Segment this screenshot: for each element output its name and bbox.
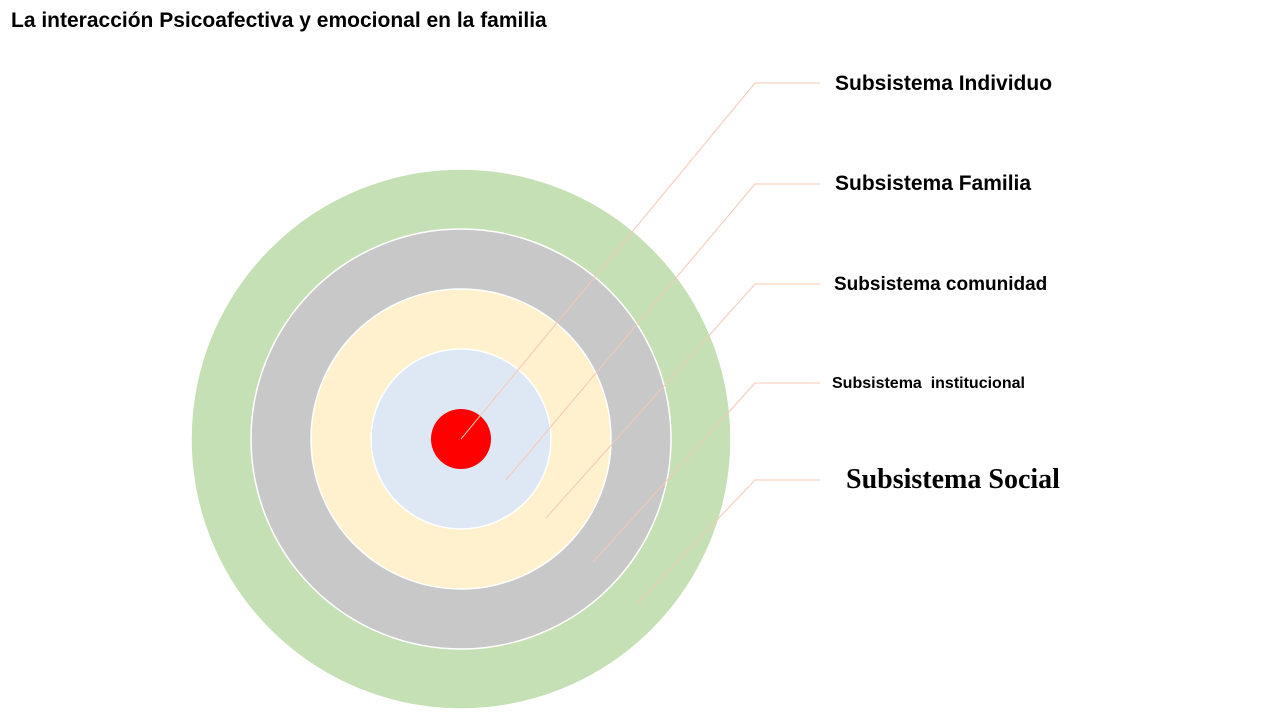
leader-line-individuo (460, 82, 820, 440)
slide-title: La interacción Psicoafectiva y emocional… (11, 9, 547, 32)
label-familia: Subsistema Familia (835, 172, 1031, 195)
label-social: Subsistema Social (846, 464, 1060, 495)
leader-line-familia (505, 183, 820, 481)
leader-line-social (636, 479, 820, 605)
label-comunidad: Subsistema comunidad (834, 274, 1047, 295)
leader-line-comunidad (545, 283, 820, 519)
label-individuo: Subsistema Individuo (835, 72, 1052, 95)
label-institucional: Subsistema institucional (832, 375, 1025, 392)
leader-line-institucional (592, 382, 820, 563)
